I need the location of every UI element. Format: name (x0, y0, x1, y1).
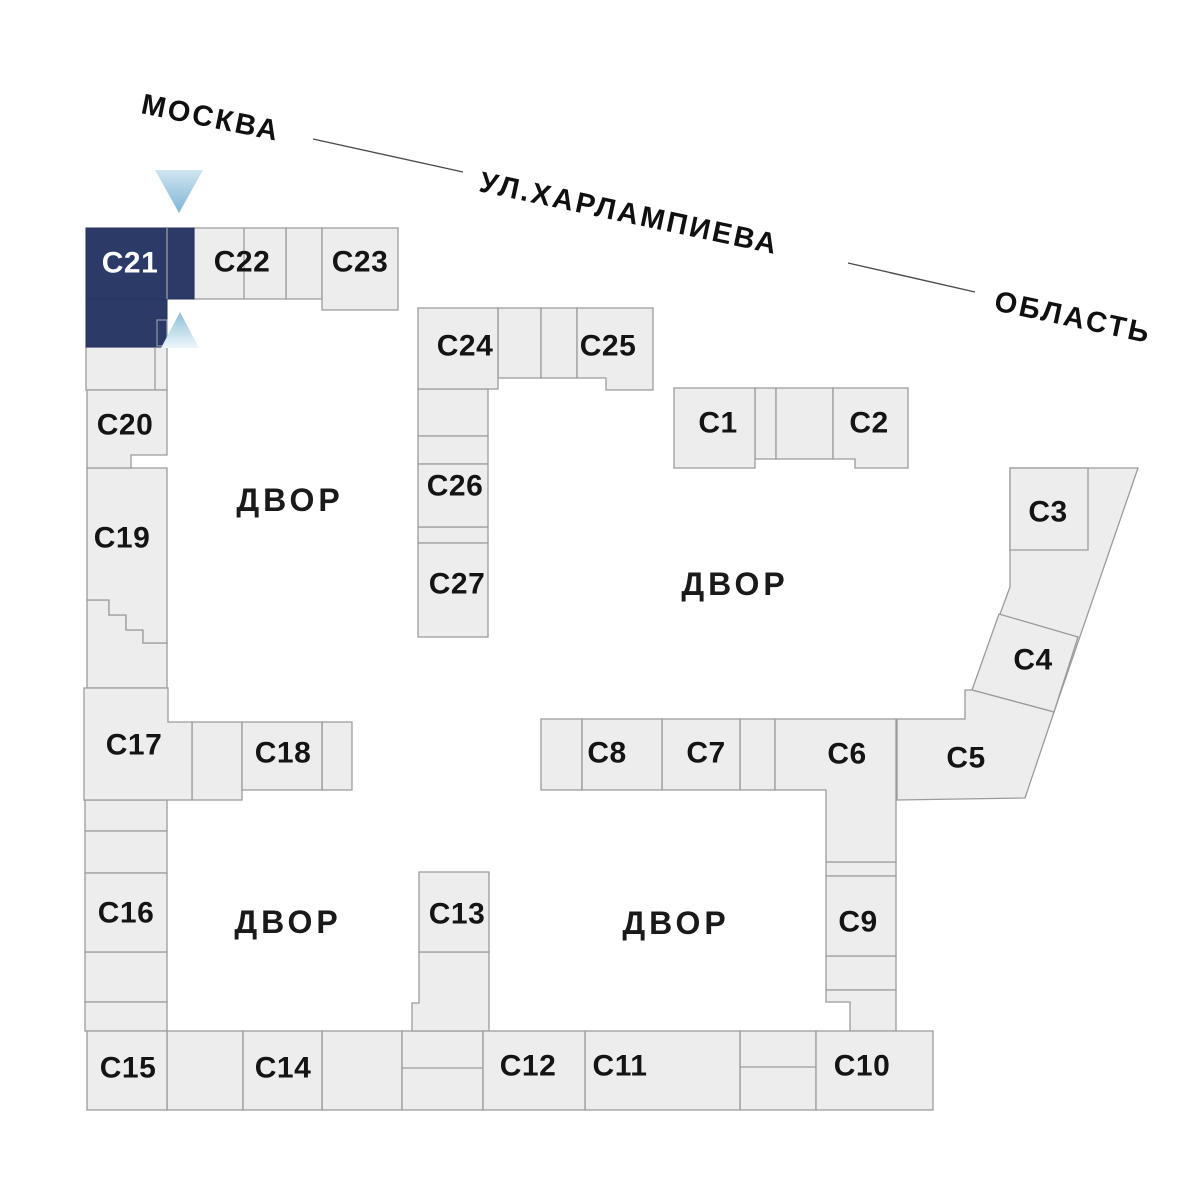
block-c27[interactable] (417, 542, 489, 638)
divider-lines (154, 228, 816, 1069)
block-label-c15: С15 (100, 1052, 157, 1085)
block-label-c1: С1 (698, 407, 737, 440)
block-segment (739, 1030, 817, 1111)
block-label-c7: С7 (686, 737, 725, 770)
street-label-moscow: МОСКВА (139, 89, 283, 148)
block-c10[interactable] (815, 1030, 934, 1111)
block-segment (825, 861, 897, 877)
block-segment (775, 387, 834, 460)
block-label-c5: С5 (946, 742, 985, 775)
block-label-c23: С23 (332, 246, 389, 279)
courtyard-labels: ДВОР ДВОР ДВОР ДВОР (234, 482, 788, 941)
block-label-c10: С10 (834, 1050, 891, 1083)
block-label-c18: С18 (255, 737, 312, 770)
block-segment (321, 1030, 403, 1111)
block-label-c13: С13 (429, 898, 486, 931)
courtyard-label: ДВОР (681, 566, 788, 602)
selected-marker-up-icon (161, 312, 199, 348)
block-segment (84, 799, 168, 832)
block-label-c19: С19 (94, 522, 151, 555)
block-segment (417, 388, 489, 437)
block-segment (191, 721, 243, 801)
block-c18[interactable] (241, 721, 323, 791)
block-segment (540, 307, 578, 379)
block-c3[interactable] (1009, 467, 1089, 551)
block-segment (321, 721, 353, 791)
block-c20[interactable] (86, 389, 168, 469)
block-label-c4: С4 (1013, 644, 1052, 677)
block-segment (166, 1030, 244, 1111)
block-segment (84, 951, 168, 1003)
block-label-c6: С6 (827, 738, 866, 771)
block-label-c26: С26 (427, 470, 484, 503)
street-label-oblast: ОБЛАСТЬ (992, 286, 1155, 350)
block-label-c17: С17 (106, 729, 163, 762)
selection-markers (155, 170, 203, 348)
block-c1[interactable] (673, 387, 756, 469)
selected-marker-down-icon (155, 170, 203, 213)
block-c21-lower[interactable] (85, 298, 168, 348)
block-segment (540, 718, 583, 791)
block-segment (825, 989, 897, 1032)
block-c13[interactable] (418, 871, 490, 953)
street-line-left (312, 138, 464, 173)
block-label-c8: С8 (587, 737, 626, 770)
block-label-c12: С12 (500, 1050, 557, 1083)
block-segment (754, 387, 777, 460)
block-c24[interactable] (417, 307, 499, 390)
courtyard-label: ДВОР (234, 904, 341, 940)
block-c5[interactable] (896, 689, 1055, 801)
block-label-c27: С27 (429, 568, 486, 601)
block-c2[interactable] (832, 387, 909, 469)
block-label-c20: С20 (97, 409, 154, 442)
block-label-c24: С24 (437, 330, 494, 363)
block-label-c11: С11 (593, 1050, 648, 1083)
block-label-c3: С3 (1028, 496, 1067, 529)
block-segment (825, 955, 897, 991)
block-segment (411, 951, 490, 1032)
block-c23[interactable] (321, 227, 399, 311)
block-label-c22: С22 (214, 246, 271, 279)
block-segment (739, 718, 776, 791)
block-label-c9: С9 (838, 906, 877, 939)
block-c12[interactable] (482, 1030, 586, 1111)
block-segment (417, 526, 489, 544)
block-c8[interactable] (581, 718, 663, 791)
block-c14[interactable] (242, 1030, 323, 1111)
block-label-c21: С21 (102, 247, 159, 280)
block-c19[interactable] (86, 467, 168, 644)
selected-building-c21[interactable] (85, 227, 195, 348)
block-segment (401, 1030, 484, 1111)
building-labels: С1 С2 С3 С4 С5 С6 С7 С8 С9 С10 С11 С12 С… (94, 246, 1067, 1085)
block-label-c25: С25 (580, 330, 637, 363)
block-segment (285, 227, 323, 300)
block-c15[interactable] (86, 1030, 168, 1111)
block-c6[interactable] (774, 718, 897, 863)
block-segment (84, 830, 168, 874)
block-label-c16: С16 (98, 897, 155, 930)
courtyard-label: ДВОР (236, 482, 343, 518)
street-label-name: УЛ.ХАРЛАМПИЕВА (477, 167, 782, 262)
block-segment (84, 1001, 168, 1032)
block-c17[interactable] (83, 687, 193, 801)
block-label-c2: С2 (849, 407, 888, 440)
buildings (83, 227, 1089, 1111)
block-label-c14: С14 (255, 1052, 312, 1085)
courtyard-label: ДВОР (622, 905, 729, 941)
building-segments (84, 227, 1139, 1111)
block-c25[interactable] (576, 307, 654, 391)
block-c26[interactable] (417, 463, 489, 528)
street-line-right (847, 262, 976, 293)
block-segment (497, 307, 542, 379)
block-c9[interactable] (825, 875, 897, 957)
block-segment (417, 435, 489, 465)
block-c16[interactable] (84, 872, 168, 953)
